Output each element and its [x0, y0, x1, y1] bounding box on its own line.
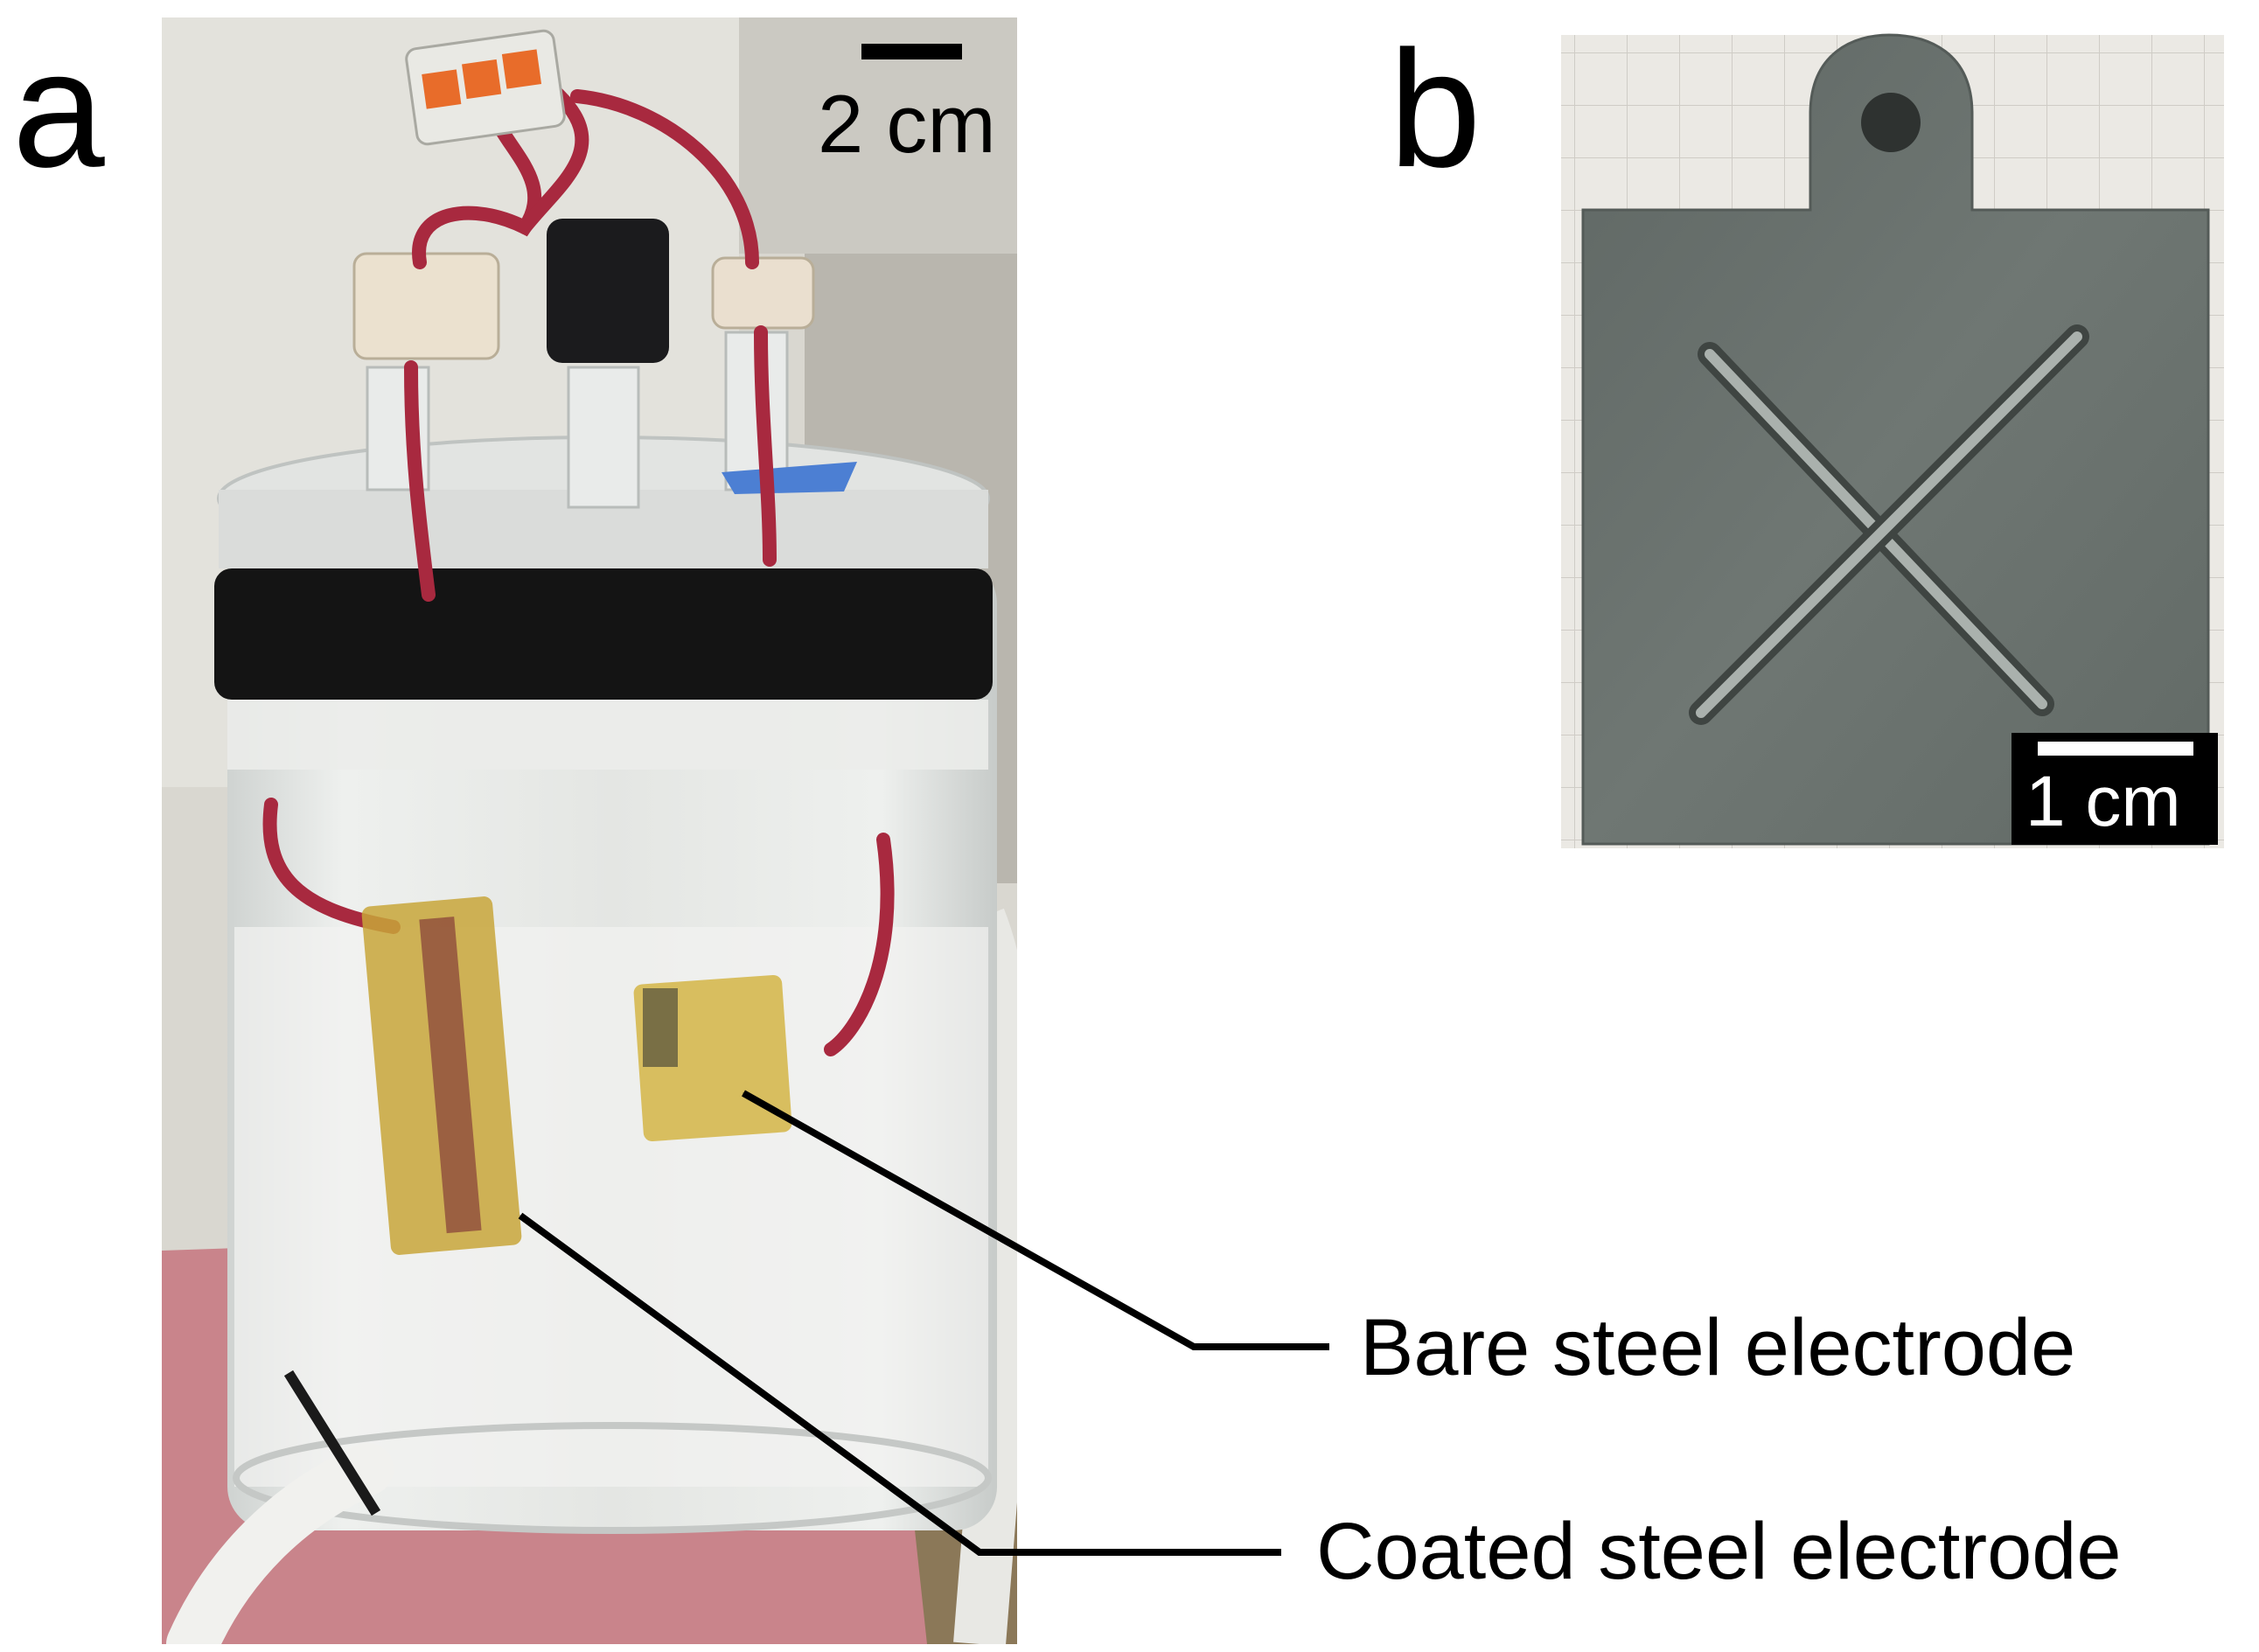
- wire-connector: [405, 29, 566, 146]
- wires: [262, 72, 895, 1056]
- x-scratch: [1689, 324, 2089, 725]
- lid-ports: [352, 219, 857, 509]
- coated-electrode: [361, 896, 522, 1255]
- coated-electrode-label: Coated steel electrode: [1316, 1507, 2122, 1596]
- scale-bar-b-label: 1 cm: [2025, 762, 2181, 841]
- coated-arrow: [518, 1212, 1281, 1556]
- bare-electrode: [633, 974, 792, 1142]
- steel-sample: [1581, 33, 2210, 846]
- panel-b-label: b: [1389, 17, 1482, 202]
- bare-arrow: [742, 1090, 1329, 1350]
- tape-band: [214, 568, 993, 700]
- bare-electrode-label: Bare steel electrode: [1360, 1303, 2076, 1392]
- panel-a-label: a: [12, 17, 105, 202]
- scale-bar-b: [2011, 733, 2218, 845]
- scale-bar-a-label: 2 cm: [818, 78, 996, 170]
- scale-bar-a: [861, 44, 962, 59]
- annotation-arrows: [518, 1090, 1329, 1556]
- panel-a-photo: [162, 17, 1017, 1644]
- panel-b-photo: [1561, 33, 2224, 848]
